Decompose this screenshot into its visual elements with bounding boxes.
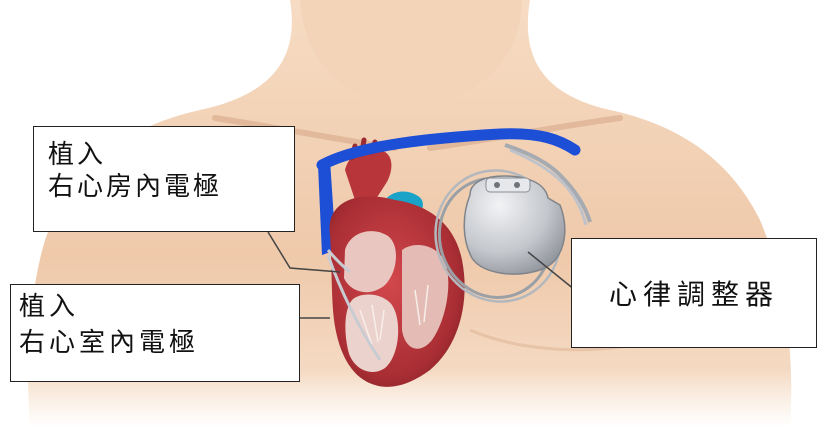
label-ventricle-line2: 右心室內電極 xyxy=(19,325,299,361)
label-pacemaker-text: 心律調整器 xyxy=(609,273,779,313)
label-right-ventricular-electrode: 植入 右心室內電極 xyxy=(10,284,300,382)
label-atrium-line1: 植入 xyxy=(48,139,294,171)
label-ventricle-line1: 植入 xyxy=(19,289,299,325)
label-pacemaker: 心律調整器 xyxy=(571,238,817,348)
label-right-atrial-electrode: 植入 右心房內電極 xyxy=(33,126,295,232)
label-atrium-line2: 右心房內電極 xyxy=(48,171,294,203)
